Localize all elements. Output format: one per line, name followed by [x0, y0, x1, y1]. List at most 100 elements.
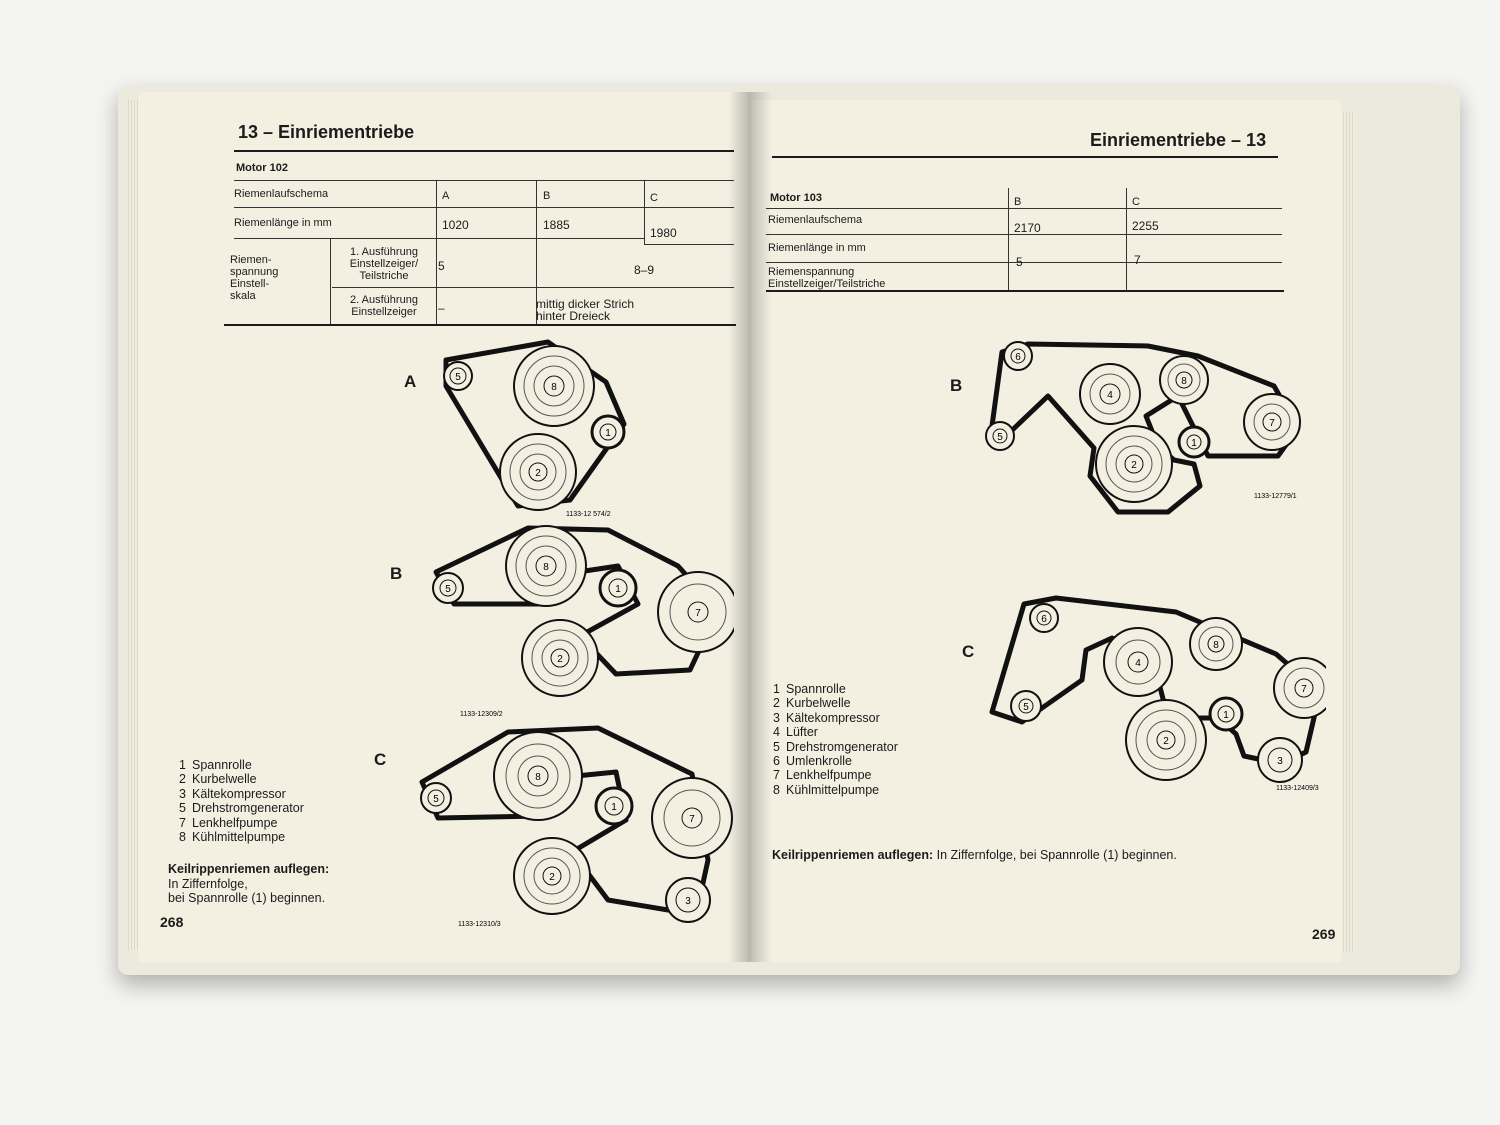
- pulley-1: 1: [1177, 425, 1211, 459]
- svg-text:4: 4: [1107, 390, 1113, 401]
- pulley-7: 7: [1273, 657, 1326, 719]
- pulley-4: 4: [1103, 627, 1173, 697]
- pulley-6: 6: [1029, 603, 1059, 633]
- diagram-ref: 1133-12309/2: [460, 711, 503, 718]
- diagram-label-c: C: [374, 750, 387, 769]
- svg-text:2: 2: [1131, 460, 1137, 471]
- pulley-8: 8: [1189, 617, 1243, 671]
- pulley-1: 1: [1208, 696, 1244, 732]
- diagram-label-b: B: [390, 564, 403, 583]
- pulley-1: 1: [590, 414, 626, 450]
- svg-text:3: 3: [685, 896, 691, 907]
- diagram-label-b: B: [950, 376, 963, 395]
- pulley-6: 6: [1003, 341, 1033, 371]
- svg-text:8: 8: [551, 382, 557, 393]
- left-page-header: 13 – Einriementriebe: [238, 122, 415, 142]
- row-label: Riemenspannung Einstellzeiger/Teilstrich…: [768, 266, 886, 290]
- page-edges-right: [1340, 112, 1354, 952]
- belt-diagram-b: 6 4 8 7 5 1 2 1133-12779/1: [985, 341, 1301, 515]
- svg-text:1: 1: [1191, 438, 1197, 449]
- svg-text:2: 2: [549, 872, 555, 883]
- pulley-7: 7: [1243, 393, 1301, 451]
- svg-text:6: 6: [1015, 352, 1021, 363]
- diagram-ref: 1133-12409/3: [1276, 785, 1319, 792]
- pulley-8: 8: [505, 525, 587, 607]
- pulley-5: 5: [1010, 690, 1042, 722]
- right-page-header: Einriementriebe – 13: [1090, 130, 1267, 150]
- svg-text:6: 6: [1041, 614, 1047, 625]
- svg-text:8: 8: [535, 772, 541, 783]
- svg-text:5: 5: [433, 794, 439, 805]
- svg-text:5: 5: [1023, 702, 1029, 713]
- belt-diagram-b: 5 8 1 7 2 1133-12309/2: [432, 525, 734, 718]
- diagram-ref: 1133-12779/1: [1254, 493, 1297, 500]
- right-page: Einriementriebe – 13 Motor 103 Riemenlau…: [752, 100, 1342, 962]
- svg-text:2: 2: [1163, 736, 1169, 747]
- page-number-268: 268: [160, 914, 184, 930]
- pulley-2: 2: [499, 433, 577, 511]
- svg-text:7: 7: [689, 814, 695, 825]
- svg-text:2: 2: [557, 654, 563, 665]
- pulley-3: 3: [1257, 737, 1303, 783]
- row-label: Riemenlaufschema: [234, 188, 329, 200]
- belt-diagram-c: 5 8 1 7 2 3 1133-12310/3: [419, 725, 733, 928]
- instruction-note: Keilrippenriemen auflegen: In Ziffernfol…: [168, 862, 330, 905]
- pulley-2: 2: [521, 619, 599, 697]
- belt-diagram-c: 6 4 8 7 5 1 2 3 1133-12409/3: [989, 595, 1326, 792]
- svg-text:8: 8: [543, 562, 549, 573]
- pulley-2: 2: [513, 837, 591, 915]
- header-rule: [234, 150, 734, 152]
- pulley-5: 5: [985, 421, 1015, 451]
- pulley-7: 7: [657, 571, 734, 653]
- page-number-269: 269: [1312, 926, 1336, 942]
- svg-text:1: 1: [605, 428, 611, 439]
- svg-text:4: 4: [1135, 658, 1141, 669]
- belt-diagram-a: 5 8 1 2 1133-12 574/2: [443, 339, 627, 518]
- pulley-5: 5: [443, 361, 473, 391]
- pulley-8: 8: [513, 345, 595, 427]
- svg-text:7: 7: [1301, 684, 1307, 695]
- svg-text:1: 1: [611, 802, 617, 813]
- svg-text:3: 3: [1277, 756, 1283, 767]
- svg-text:5: 5: [997, 432, 1003, 443]
- pulley-1: 1: [598, 568, 638, 608]
- pulley-1: 1: [594, 786, 634, 826]
- svg-text:5: 5: [445, 584, 451, 595]
- svg-text:7: 7: [1269, 418, 1275, 429]
- pulley-8: 8: [493, 731, 583, 821]
- pulley-8: 8: [1159, 355, 1209, 405]
- pulley-2: 2: [1125, 699, 1207, 781]
- tension-label: Riemen- spannung Einstell- skala: [230, 254, 279, 302]
- pulley-5: 5: [420, 782, 452, 814]
- row-label: Riemenlänge in mm: [234, 217, 332, 229]
- pulley-2: 2: [1095, 425, 1173, 503]
- left-page: 13 – Einriementriebe Motor 102 Riemenlau…: [138, 92, 748, 962]
- pulley-4: 4: [1079, 363, 1141, 425]
- svg-text:1: 1: [615, 584, 621, 595]
- pulley-5: 5: [432, 572, 464, 604]
- instruction-note: Keilrippenriemen auflegen: In Ziffernfol…: [772, 848, 1177, 862]
- book-gutter: [728, 92, 772, 962]
- diagram-label-c: C: [962, 642, 975, 661]
- diagram-ref: 1133-12 574/2: [566, 511, 611, 518]
- svg-text:5: 5: [455, 372, 461, 383]
- svg-text:2: 2: [535, 468, 541, 479]
- table-title: Motor 103: [770, 192, 822, 204]
- diagram-ref: 1133-12310/3: [458, 921, 501, 928]
